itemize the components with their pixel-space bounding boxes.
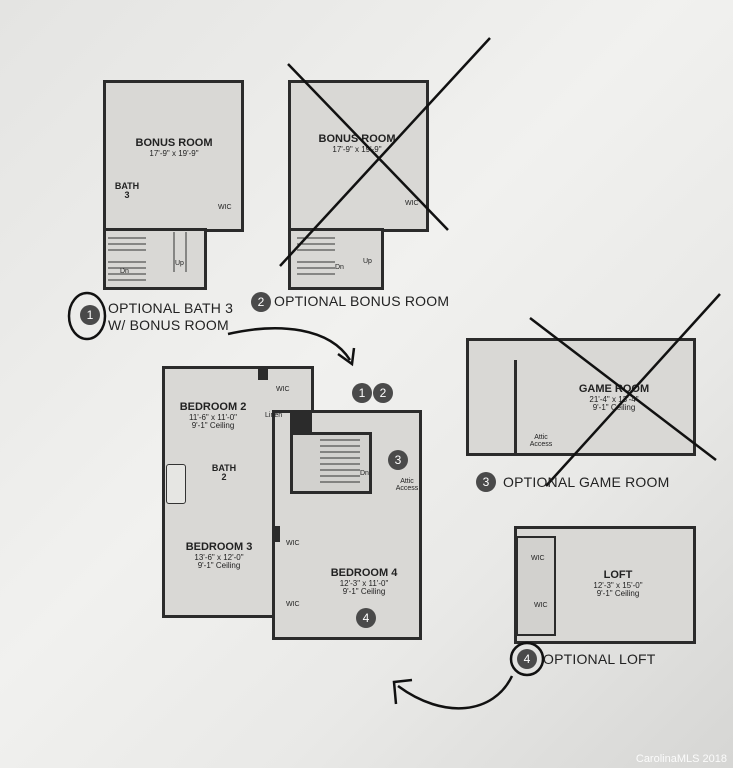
option4-wic-2: WIC: [534, 602, 548, 609]
main-wall-3: [272, 526, 280, 542]
option1-caption-line2: W/ BONUS ROOM: [108, 317, 229, 333]
bedroom2: BEDROOM 2 11'-6" x 11'-0" 9'-1" Ceiling: [170, 401, 256, 430]
option3-game-room-dims: 21'-4" x 13'-4": [589, 394, 639, 404]
main-badge-3: 3: [388, 450, 408, 470]
option1-bonus-room-name: BONUS ROOM: [135, 137, 213, 149]
option2-wic-label: WIC: [405, 200, 419, 207]
bedroom3-ceiling: 9'-1" Ceiling: [197, 560, 241, 570]
main-stairs-lines: [320, 439, 360, 483]
bedroom4-ceiling: 9'-1" Ceiling: [342, 586, 386, 596]
option4-loft: LOFT 12'-3" x 15'-0" 9'-1" Ceiling: [578, 569, 658, 598]
option3-divider: [514, 360, 517, 456]
option3-game-room-name: GAME ROOM: [578, 383, 650, 395]
bedroom3: BEDROOM 3 13'-6" x 12'-0" 9'-1" Ceiling: [174, 541, 264, 570]
main-dn-label: Dn: [360, 470, 369, 477]
bath2-tub: [166, 464, 186, 504]
main-linen: Linen: [265, 412, 283, 419]
bedroom4-name: BEDROOM 4: [330, 567, 398, 579]
option4-loft-ceiling: 9'-1" Ceiling: [596, 588, 640, 598]
main-plan-right: [272, 410, 422, 640]
option4-caption: OPTIONAL LOFT: [543, 651, 656, 667]
option3-attic-access: Attic Access: [529, 434, 553, 449]
bedroom3-name: BEDROOM 3: [185, 541, 253, 553]
option3-badge: 3: [476, 472, 496, 492]
option2-bonus-room-dims: 17'-9" x 19'-9": [332, 144, 382, 154]
option2-caption: OPTIONAL BONUS ROOM: [274, 293, 450, 309]
option1-caption-line1: OPTIONAL BATH 3: [108, 300, 234, 316]
main-wic-3: WIC: [286, 601, 300, 608]
option1-bonus-room-dims: 17'-9" x 19'-9": [149, 148, 199, 158]
bedroom2-ceiling: 9'-1" Ceiling: [191, 420, 235, 430]
main-wall-1: [258, 368, 268, 380]
main-badge-4: 4: [356, 608, 376, 628]
option1-bath: BATH 3: [112, 181, 142, 201]
option2-up-label: Up: [363, 258, 372, 265]
main-wic-2: WIC: [286, 540, 300, 547]
option1-bath-number: 3: [124, 190, 130, 201]
bath2-number: 2: [221, 472, 227, 483]
option1-dn-label: Dn: [120, 268, 129, 275]
main-attic-access: Attic Access: [395, 478, 419, 493]
option1-hand-circle: [67, 291, 107, 341]
bedroom3-dims: 13'-6" x 12'-0": [194, 552, 244, 562]
main-wall-2: [290, 410, 312, 432]
option3-game-room: GAME ROOM 21'-4" x 13'-4" 9'-1" Ceiling: [566, 383, 662, 412]
option2-stairs: [297, 237, 335, 275]
main-wic-1: WIC: [276, 386, 290, 393]
option4-wic-1: WIC: [531, 555, 545, 562]
option4-loft-name: LOFT: [603, 569, 633, 581]
bath2-name: BATH: [211, 463, 237, 473]
option4-badge: 4: [517, 649, 537, 669]
main-stair: [290, 432, 372, 494]
option1-bath-name: BATH: [114, 181, 140, 191]
option1-wic-label: WIC: [218, 204, 232, 211]
option3-game-room-ceiling: 9'-1" Ceiling: [592, 402, 636, 412]
option2-bonus-room-name: BONUS ROOM: [318, 133, 396, 145]
option4-loft-dims: 12'-3" x 15'-0": [593, 580, 643, 590]
option1-up-label: Up: [175, 260, 184, 267]
bedroom4: BEDROOM 4 12'-3" x 11'-0" 9'-1" Ceiling: [316, 567, 412, 596]
bedroom2-name: BEDROOM 2: [179, 401, 247, 413]
option4-hand-circle: [509, 641, 545, 677]
option1-stairs: [108, 232, 187, 281]
arrow-from-loft: [392, 675, 514, 710]
option3-cross-out: [529, 293, 721, 487]
bedroom2-dims: 11'-6" x 11'-0": [188, 412, 237, 422]
main-badge-1: 1: [352, 383, 372, 403]
option2-cross-out: [279, 37, 491, 267]
main-badge-2: 2: [373, 383, 393, 403]
option3-caption: OPTIONAL GAME ROOM: [503, 474, 670, 490]
bedroom4-dims: 12'-3" x 11'-0": [339, 578, 389, 588]
option2-bonus-room: BONUS ROOM 17'-9" x 19'-9": [303, 133, 411, 154]
option2-badge: 2: [251, 292, 271, 312]
option2-dn-label: Dn: [335, 264, 344, 271]
option1-plan: [103, 80, 244, 232]
option4-wic-block: [516, 536, 556, 636]
option1-badge: 1: [80, 305, 100, 325]
watermark: CarolinaMLS 2018: [635, 753, 727, 765]
option1-bonus-room: BONUS ROOM 17'-9" x 19'-9": [120, 137, 228, 158]
bath2: BATH 2: [206, 463, 242, 483]
arrow-to-main-plan: [227, 327, 356, 367]
